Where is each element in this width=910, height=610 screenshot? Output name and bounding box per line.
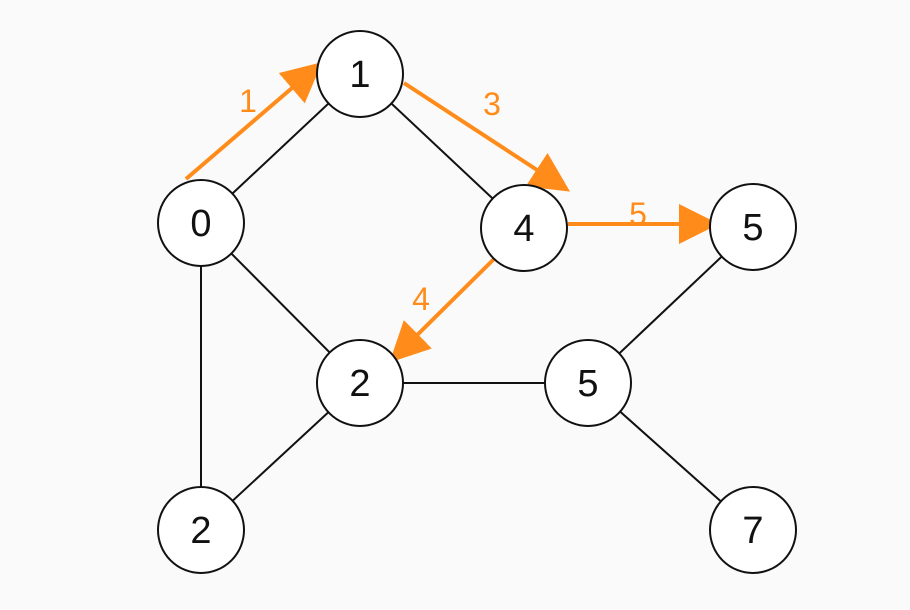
node-label-top: 1 xyxy=(349,54,370,96)
node-center-east: 5 xyxy=(544,339,632,427)
node-label-center-east: 5 xyxy=(577,363,598,405)
node-label-center: 2 xyxy=(349,363,370,405)
node-circle-center-right xyxy=(480,184,568,272)
path-weight-label-left-top: 1 xyxy=(239,83,257,119)
node-far-right: 5 xyxy=(709,183,797,271)
node-circle-center-east xyxy=(544,339,632,427)
path-weight-label-center-right-far-right: 5 xyxy=(629,196,647,232)
node-circle-bottom-left xyxy=(157,486,245,574)
node-label-far-right: 5 xyxy=(742,207,763,249)
node-bottom-right: 7 xyxy=(709,486,797,574)
nodes-layer: 1 0 4 5 2 5 2 7 xyxy=(157,30,797,574)
path-arrow-top-center-right xyxy=(402,81,571,192)
path-weight-label-top-center-right: 3 xyxy=(483,86,501,122)
node-label-bottom-left: 2 xyxy=(190,510,211,552)
edges-layer xyxy=(200,73,754,531)
node-circle-bottom-right xyxy=(709,486,797,574)
node-top: 1 xyxy=(316,30,404,118)
node-circle-left xyxy=(157,179,245,267)
node-bottom-left: 2 xyxy=(157,486,245,574)
node-circle-far-right xyxy=(709,183,797,271)
path-arrow-left-top xyxy=(184,62,323,181)
node-center-right: 4 xyxy=(480,184,568,272)
shortest-path-layer xyxy=(184,62,719,363)
node-left: 0 xyxy=(157,179,245,267)
node-circle-center xyxy=(316,339,404,427)
node-label-center-right: 4 xyxy=(513,208,534,250)
path-arrow-center-right-center xyxy=(389,257,496,363)
node-label-left: 0 xyxy=(190,203,211,245)
weight-labels-layer: 1 3 5 4 xyxy=(239,83,647,317)
node-center: 2 xyxy=(316,339,404,427)
path-weight-label-center-right-center: 4 xyxy=(412,281,430,317)
node-label-bottom-right: 7 xyxy=(742,510,763,552)
node-circle-top xyxy=(316,30,404,118)
